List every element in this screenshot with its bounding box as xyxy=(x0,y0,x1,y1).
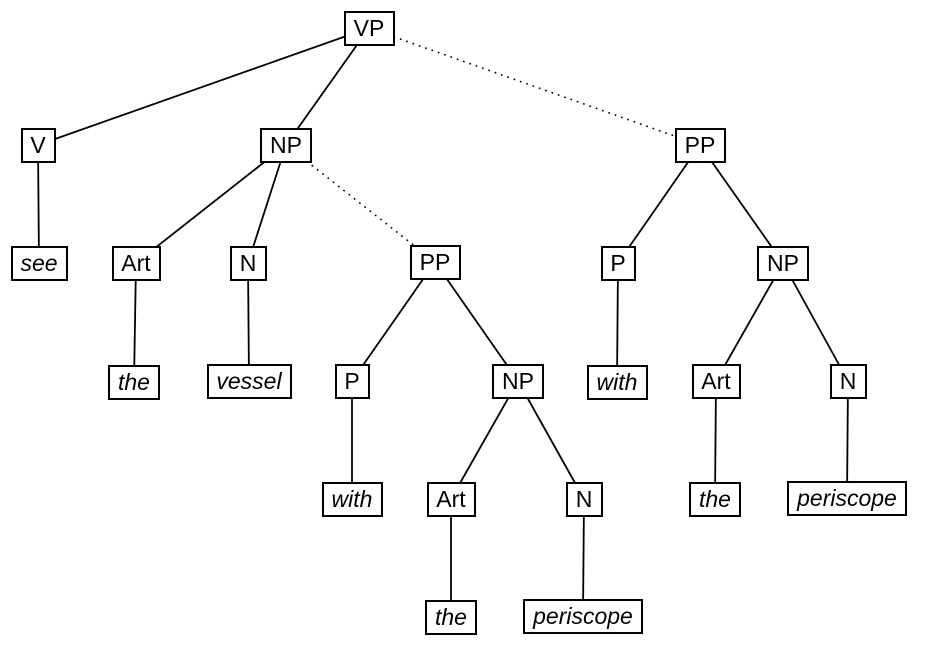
tree-node-label-n1: N xyxy=(240,250,257,276)
tree-node-box-with1 xyxy=(322,482,383,517)
tree-node-label-pp2: PP xyxy=(685,132,716,158)
tree-node-box-see xyxy=(11,246,68,281)
tree-node-label-with2: with xyxy=(597,369,638,395)
tree-node-box-periscope3 xyxy=(787,481,907,516)
tree-node-box-np3 xyxy=(757,246,809,281)
tree-node-label-np3: NP xyxy=(767,250,799,276)
tree-edge-n2-periscope2 xyxy=(582,498,585,617)
tree-node-label-n3: N xyxy=(840,368,857,394)
tree-node-box-pp1 xyxy=(410,245,461,280)
tree-node-with2: with xyxy=(587,365,648,400)
tree-node-the3: the xyxy=(689,482,741,517)
tree-edge-np2-n2 xyxy=(517,380,585,500)
tree-node-box-the2 xyxy=(425,600,477,635)
tree-node-label-art3: Art xyxy=(701,368,731,394)
tree-node-vp: VP xyxy=(344,11,395,46)
tree-edge-v-see xyxy=(37,144,40,264)
tree-node-box-art3 xyxy=(692,364,741,399)
tree-edge-np3-n3 xyxy=(782,262,849,382)
tree-edge-vp-v xyxy=(37,27,370,146)
tree-node-label-pp1: PP xyxy=(420,249,451,275)
tree-node-with1: with xyxy=(322,482,383,517)
tree-node-n3: N xyxy=(830,364,867,399)
tree-node-label-vp: VP xyxy=(354,15,385,41)
tree-edge-n3-periscope3 xyxy=(846,380,849,499)
tree-node-label-np2: NP xyxy=(502,368,534,394)
tree-node-art1: Art xyxy=(112,246,161,281)
tree-edge-n1-vessel xyxy=(247,262,250,382)
tree-node-box-n3 xyxy=(830,364,867,399)
tree-node-label-np1: NP xyxy=(270,132,302,158)
tree-node-label-see: see xyxy=(20,250,57,276)
tree-node-label-with1: with xyxy=(332,486,373,512)
tree-edges-layer xyxy=(37,27,849,617)
tree-node-label-n2: N xyxy=(576,486,593,512)
tree-edge-dotted-vp-pp2 xyxy=(368,27,701,146)
tree-node-v: V xyxy=(21,128,56,163)
tree-node-periscope2: periscope xyxy=(523,599,643,634)
tree-node-label-the3: the xyxy=(699,486,731,512)
tree-node-periscope3: periscope xyxy=(787,481,907,516)
tree-node-box-vessel xyxy=(207,364,292,399)
tree-node-label-art1: Art xyxy=(121,250,151,276)
tree-node-box-the3 xyxy=(689,482,741,517)
tree-node-box-pp2 xyxy=(675,128,726,163)
tree-node-box-the1 xyxy=(108,365,160,400)
tree-node-box-p1 xyxy=(335,364,370,399)
tree-node-np2: NP xyxy=(492,364,544,399)
tree-node-n1: N xyxy=(230,246,267,281)
tree-edge-p2-with2 xyxy=(616,262,619,383)
tree-node-label-periscope3: periscope xyxy=(796,485,897,511)
tree-edge-np1-n1 xyxy=(247,144,287,264)
tree-node-label-the2: the xyxy=(435,604,467,630)
tree-node-see: see xyxy=(11,246,68,281)
tree-edge-np3-art3 xyxy=(715,262,784,382)
tree-node-box-vp xyxy=(344,11,395,46)
tree-node-box-art2 xyxy=(427,482,476,517)
tree-node-label-periscope2: periscope xyxy=(532,603,633,629)
tree-node-the1: the xyxy=(108,365,160,400)
tree-node-pp1: PP xyxy=(410,245,461,280)
tree-node-box-n2 xyxy=(566,482,603,517)
tree-edge-vp-np1 xyxy=(285,27,370,146)
tree-node-box-n1 xyxy=(230,246,267,281)
tree-node-label-vessel: vessel xyxy=(216,368,282,394)
tree-node-label-the1: the xyxy=(118,369,150,395)
tree-edge-art3-the3 xyxy=(714,380,717,500)
tree-edge-np2-art2 xyxy=(450,380,519,500)
tree-node-art2: Art xyxy=(427,482,476,517)
tree-edge-art1-the1 xyxy=(133,262,137,383)
tree-node-the2: the xyxy=(425,600,477,635)
tree-node-box-art1 xyxy=(112,246,161,281)
tree-node-label-p2: P xyxy=(610,250,625,276)
tree-edge-pp1-p1 xyxy=(351,261,436,382)
tree-node-box-periscope2 xyxy=(523,599,643,634)
tree-node-box-with2 xyxy=(587,365,648,400)
tree-node-label-art2: Art xyxy=(436,486,466,512)
tree-node-np1: NP xyxy=(260,128,312,163)
tree-edge-pp2-p2 xyxy=(617,144,701,264)
tree-edge-np1-art1 xyxy=(135,144,287,264)
tree-node-n2: N xyxy=(566,482,603,517)
tree-node-box-p2 xyxy=(601,246,636,281)
tree-edge-pp2-np3 xyxy=(699,144,784,264)
tree-node-art3: Art xyxy=(692,364,741,399)
tree-node-p2: P xyxy=(601,246,636,281)
tree-node-vessel: vessel xyxy=(207,364,292,399)
tree-edge-pp1-np2 xyxy=(434,261,519,382)
tree-node-box-np2 xyxy=(492,364,544,399)
tree-node-pp2: PP xyxy=(675,128,726,163)
tree-node-box-np1 xyxy=(260,128,312,163)
tree-node-box-v xyxy=(21,128,56,163)
tree-node-np3: NP xyxy=(757,246,809,281)
tree-edge-dotted-np1-pp1 xyxy=(285,144,436,263)
tree-node-label-v: V xyxy=(30,132,46,158)
tree-node-p1: P xyxy=(335,364,370,399)
tree-node-label-p1: P xyxy=(344,368,359,394)
